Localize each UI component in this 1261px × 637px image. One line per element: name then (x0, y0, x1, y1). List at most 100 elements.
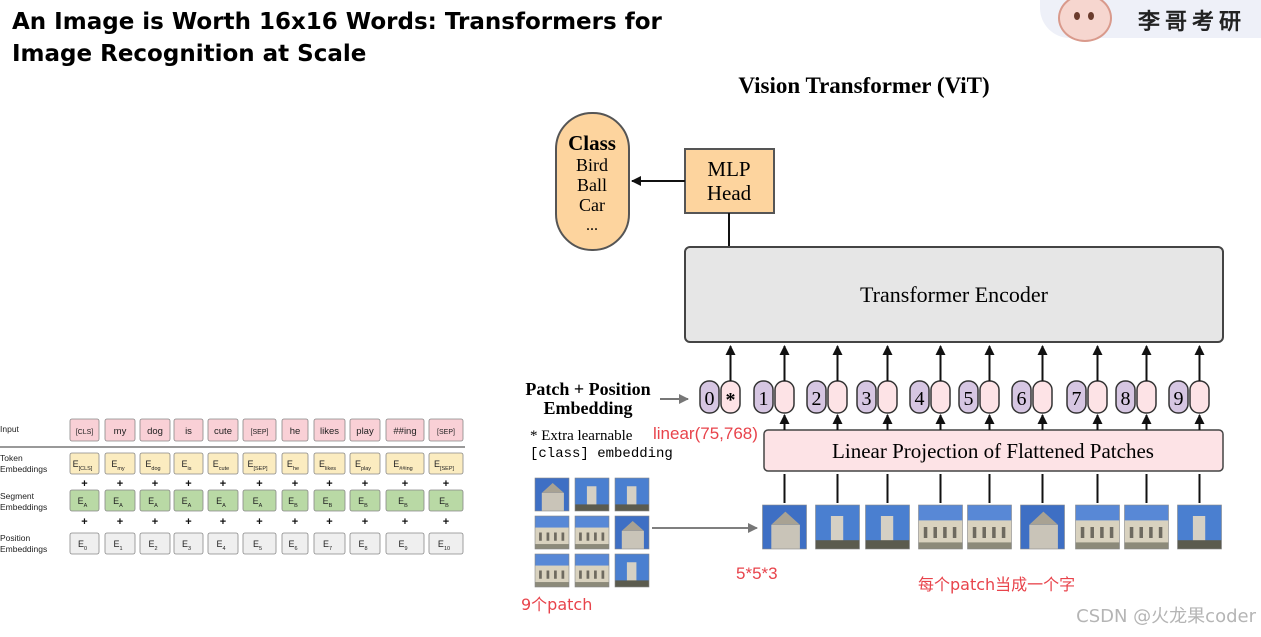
bert-plus-1-5: + (256, 516, 262, 528)
bert-segment-text-9: EB (398, 496, 408, 509)
bert-input-text-7: likes (320, 426, 339, 437)
bert-position-4 (207, 532, 239, 555)
bert-row-label-2-1: Embeddings (0, 502, 47, 512)
bert-plus-1-0: + (81, 516, 87, 528)
bert-position-8 (349, 532, 381, 555)
bert-position-0 (69, 532, 100, 555)
grid-patch-3 (614, 477, 650, 512)
bert-input-4 (207, 418, 239, 442)
bert-plus-1-7: + (326, 516, 332, 528)
bert-input-7 (313, 418, 346, 442)
bert-input-text-9: ##ing (393, 426, 416, 437)
position-number-4: 4 (915, 388, 925, 410)
bert-segment-2 (139, 489, 171, 512)
bert-row-label-1-1: Embeddings (0, 464, 47, 474)
flattened-patch-1 (762, 504, 807, 550)
annotation-linear: linear(75,768) (653, 424, 758, 443)
bert-token-6 (281, 452, 309, 475)
bert-segment-4 (207, 489, 239, 512)
grid-patch-6 (614, 515, 650, 550)
flattened-patch-9 (1177, 504, 1222, 550)
bert-token-1 (104, 452, 136, 475)
flattened-patch-6 (1020, 504, 1065, 550)
extra-note-line-2: [class] embedding (530, 446, 673, 462)
mlp-head-line-1: MLP (707, 157, 750, 181)
bert-position-9 (385, 532, 425, 555)
grid-patch-1 (534, 477, 570, 512)
bert-row-label-3-0: Position (0, 533, 31, 543)
bert-segment-5 (242, 489, 277, 512)
bert-position-3 (173, 532, 204, 555)
bert-segment-text-5: EA (253, 496, 263, 509)
position-number-6: 6 (1017, 388, 1027, 410)
watermark: CSDN @火龙果coder (1076, 606, 1256, 627)
bert-input-8 (349, 418, 381, 442)
bert-input-2 (139, 418, 171, 442)
bert-position-10 (428, 532, 464, 555)
bert-plus-0-5: + (256, 478, 262, 490)
class-token-marker: * (726, 389, 736, 411)
bert-token-2 (139, 452, 171, 475)
bert-plus-0-2: + (152, 478, 158, 490)
bert-position-text-1: E1 (113, 539, 122, 552)
annotation-nine-patch: 9个patch (521, 595, 592, 614)
token-group-7: 7 (1066, 345, 1108, 503)
bert-plus-0-8: + (362, 478, 368, 490)
bert-token-0 (69, 452, 100, 475)
bert-row-label-1-0: Token (0, 453, 23, 463)
patch-token-8 (1136, 380, 1157, 414)
bert-position-text-5: E5 (253, 539, 262, 552)
bert-token-7 (313, 452, 346, 475)
bert-plus-1-8: + (362, 516, 368, 528)
bert-row-label-2-0: Segment (0, 491, 35, 501)
token-group-3: 3 (856, 345, 898, 503)
bert-segment-text-1: EA (113, 496, 123, 509)
bert-segment-text-4: EA (216, 496, 226, 509)
position-embedding-8 (1115, 380, 1136, 414)
annotation-patch-size: 5*5*3 (736, 564, 778, 583)
bert-segment-text-0: EA (78, 496, 88, 509)
bert-segment-0 (69, 489, 100, 512)
token-group-9: 9 (1168, 345, 1210, 503)
bert-token-9 (385, 452, 425, 475)
bert-position-text-2: E2 (148, 539, 157, 552)
linear-projection-label: Linear Projection of Flattened Patches (832, 439, 1154, 463)
patch-token-9 (1189, 380, 1210, 414)
bert-plus-0-3: + (185, 478, 191, 490)
bert-input-9 (385, 418, 425, 442)
bert-plus-1-6: + (292, 516, 298, 528)
avatar-icon (1058, 0, 1112, 42)
position-number-0: 0 (705, 388, 715, 410)
class-item-bird: Bird (576, 155, 608, 175)
position-embedding-0 (699, 380, 720, 414)
page-title-line-2: Image Recognition at Scale (12, 41, 367, 67)
position-embedding-5 (958, 380, 979, 414)
patch-token-4 (930, 380, 951, 414)
bert-segment-text-3: EA (182, 496, 192, 509)
bert-position-text-6: E6 (288, 539, 297, 552)
bert-embedding-figure: InputTokenEmbeddingsSegmentEmbeddingsPos… (0, 418, 465, 555)
bert-input-text-3: is (185, 426, 192, 437)
position-embedding-9 (1168, 380, 1189, 414)
bert-input-text-8: play (356, 426, 374, 437)
patch-token-1 (774, 380, 795, 414)
bert-plus-0-7: + (326, 478, 332, 490)
patch-token-7 (1087, 380, 1108, 414)
position-embedding-2 (806, 380, 827, 414)
grid-patch-8 (574, 553, 610, 588)
bert-plus-0-4: + (220, 478, 226, 490)
bert-position-text-3: E3 (182, 539, 191, 552)
bert-position-6 (281, 532, 309, 555)
bert-input-0 (69, 418, 100, 442)
position-number-3: 3 (862, 388, 872, 410)
token-group-2: 2 (806, 345, 848, 503)
vit-title: Vision Transformer (ViT) (738, 73, 989, 98)
position-number-9: 9 (1174, 388, 1184, 410)
position-number-7: 7 (1072, 388, 1082, 410)
patch-pos-label-1: Patch + Position (525, 379, 650, 399)
bert-segment-9 (385, 489, 425, 512)
bert-segment-10 (428, 489, 464, 512)
bert-plus-1-9: + (402, 516, 408, 528)
bert-plus-1-3: + (185, 516, 191, 528)
bert-segment-text-2: EA (148, 496, 158, 509)
